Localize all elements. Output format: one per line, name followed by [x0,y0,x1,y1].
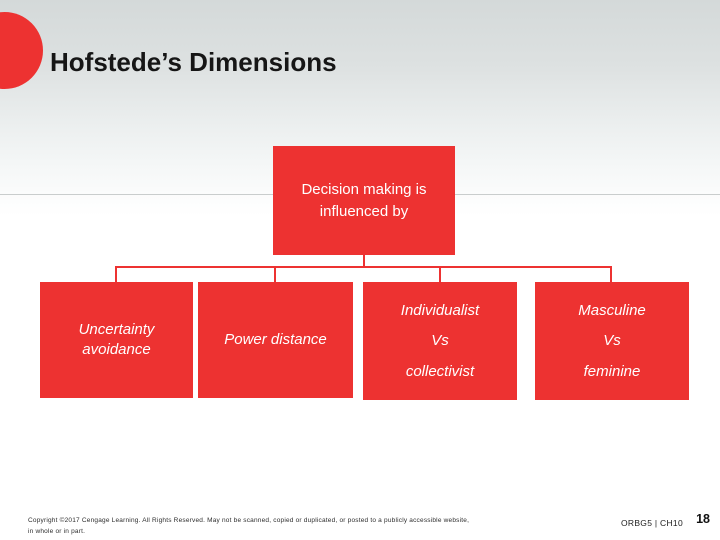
connector-drop-3 [439,266,441,283]
connector-drop-1 [115,266,117,283]
connector-horizontal-line [115,266,612,268]
diagram-root-label: Decision making is influenced by [301,180,427,220]
copyright-line-1: Copyright ©2017 Cengage Learning. All Ri… [28,517,470,524]
slide-title: Hofstede’s Dimensions [50,47,337,78]
connector-drop-4 [610,266,612,283]
slide-page-number: 18 [696,512,710,526]
box-label-line: Individualist [400,302,480,320]
diagram-box-uncertainty-avoidance: Uncertainty avoidance [40,282,193,398]
copyright-notice: Copyright ©2017 Cengage Learning. All Ri… [28,516,568,537]
box-label-line: Masculine [578,302,646,320]
box-label-line: collectivist [405,362,475,380]
diagram-box-individualist-vs-collectivist: Individualist Vs collectivist [363,282,517,400]
box-label-line: Vs [431,332,449,350]
slide-accent-circle [0,12,43,89]
diagram-root-box: Decision making is influenced by [273,146,455,255]
connector-drop-2 [274,266,276,283]
diagram-box-masculine-vs-feminine: Masculine Vs feminine [535,282,689,400]
box-label-line: Power distance [224,330,327,348]
box-label-line: avoidance [82,341,151,358]
box-label-line: Vs [603,332,621,350]
course-code-label: ORBG5 | CH10 [620,518,683,528]
diagram-box-power-distance: Power distance [198,282,353,398]
box-label-line: Uncertainty [78,320,155,338]
box-label-line: feminine [583,362,641,380]
copyright-line-2: in whole or in part. [28,527,86,535]
connector-root-stub [363,254,365,267]
